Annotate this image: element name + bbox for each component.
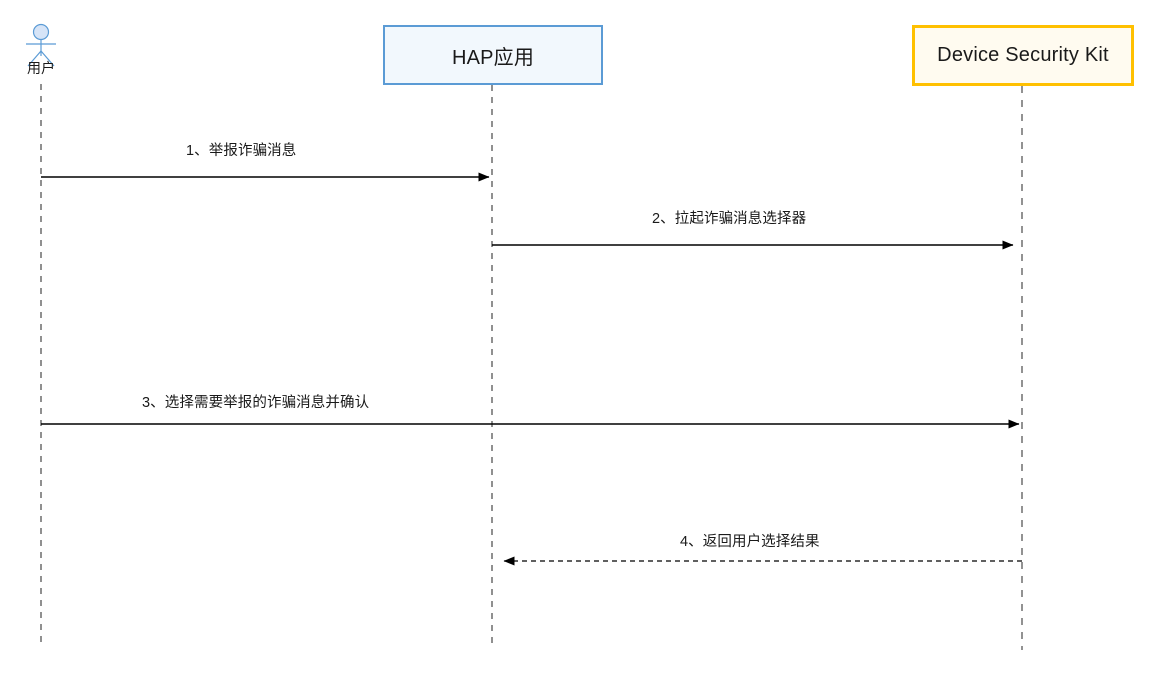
participant-box-device-security-kit-label: Device Security Kit (937, 44, 1109, 66)
participant-box-hap-label: HAP应用 (451, 46, 535, 69)
message-label-1: 1、举报诈骗消息 (186, 143, 297, 159)
actor-user-figure (26, 23, 56, 67)
actor-right-leg-line (40, 50, 55, 67)
message-label-2: 2、拉起诈骗消息选择器 (652, 211, 807, 227)
participant-box-device-security-kit[interactable]: Device Security Kit (912, 25, 1134, 86)
message-label-4: 4、返回用户选择结果 (680, 534, 820, 550)
actor-user-label: 用户 (27, 60, 55, 76)
actor-head-icon (32, 23, 50, 41)
actor-left-leg-line (27, 50, 42, 67)
message-label-3: 3、选择需要举报的诈骗消息并确认 (142, 395, 370, 411)
participant-box-hap[interactable]: HAP应用 (383, 25, 603, 85)
